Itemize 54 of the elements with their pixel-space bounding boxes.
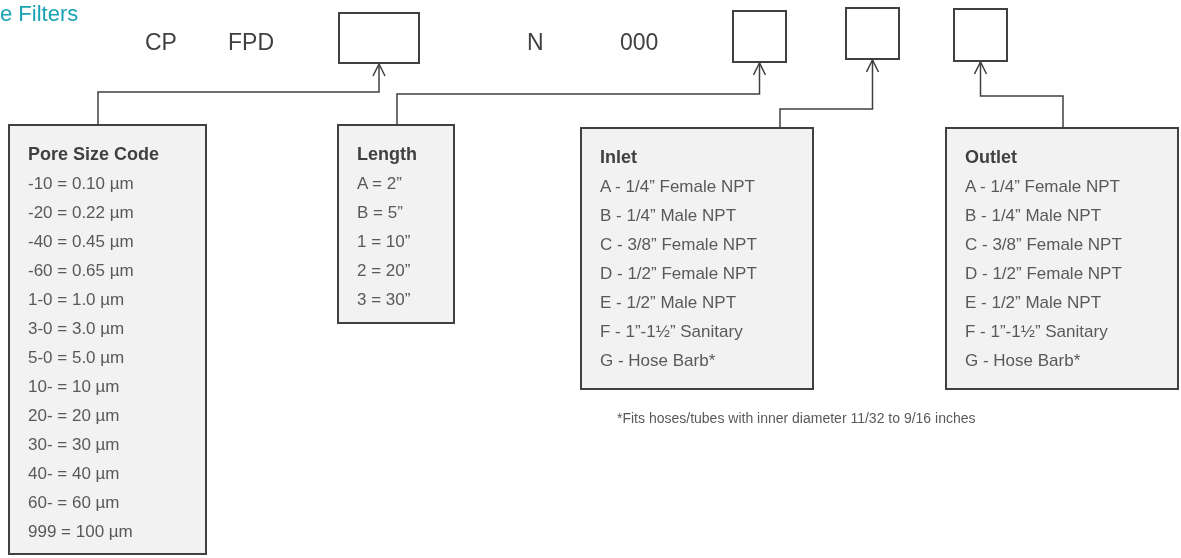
option-line: F - 1”-1½” Sanitary bbox=[965, 321, 1109, 343]
option-line: E - 1/2” Male NPT bbox=[965, 292, 1103, 314]
connector-arrow bbox=[973, 61, 1064, 128]
option-line: -20 = 0.22 µm bbox=[28, 202, 135, 224]
option-line: C - 3/8” Female NPT bbox=[600, 234, 758, 256]
code-slot-box bbox=[732, 10, 787, 63]
option-line: G - Hose Barb* bbox=[600, 350, 717, 372]
list-heading: Inlet bbox=[600, 146, 638, 169]
title: e Filters bbox=[0, 0, 79, 28]
option-list-box bbox=[337, 124, 455, 324]
option-line: C - 3/8” Female NPT bbox=[965, 234, 1123, 256]
list-heading: Pore Size Code bbox=[28, 143, 161, 166]
option-line: 10- = 10 µm bbox=[28, 376, 121, 398]
option-line: B - 1/4” Male NPT bbox=[600, 205, 738, 227]
option-line: D - 1/2” Female NPT bbox=[600, 263, 758, 285]
option-line: A - 1/4” Female NPT bbox=[600, 176, 756, 198]
option-line: 2 = 20” bbox=[357, 260, 412, 282]
option-line: A = 2” bbox=[357, 173, 403, 195]
option-line: 1 = 10” bbox=[357, 231, 412, 253]
code-segment-label: N bbox=[527, 28, 544, 56]
option-line: -60 = 0.65 µm bbox=[28, 260, 135, 282]
code-slot-box bbox=[338, 12, 420, 64]
option-line: -40 = 0.45 µm bbox=[28, 231, 135, 253]
connector-arrow bbox=[396, 62, 767, 125]
option-line: A - 1/4” Female NPT bbox=[965, 176, 1121, 198]
option-list-box bbox=[945, 127, 1179, 390]
code-slot-box bbox=[845, 7, 900, 60]
code-segment-label: CP bbox=[145, 28, 177, 56]
option-line: 999 = 100 µm bbox=[28, 521, 134, 543]
option-line: 20- = 20 µm bbox=[28, 405, 121, 427]
option-line: 3 = 30” bbox=[357, 289, 412, 311]
option-line: B - 1/4” Male NPT bbox=[965, 205, 1103, 227]
code-segment-label: 000 bbox=[620, 28, 659, 56]
option-line: G - Hose Barb* bbox=[965, 350, 1082, 372]
option-line: 30- = 30 µm bbox=[28, 434, 121, 456]
option-list-box bbox=[8, 124, 207, 555]
option-line: 1-0 = 1.0 µm bbox=[28, 289, 126, 311]
connector-arrow bbox=[779, 59, 880, 128]
list-heading: Length bbox=[357, 143, 418, 166]
code-slot-box bbox=[953, 8, 1008, 62]
code-segment-label: FPD bbox=[228, 28, 274, 56]
option-line: 3-0 = 3.0 µm bbox=[28, 318, 126, 340]
option-line: E - 1/2” Male NPT bbox=[600, 292, 738, 314]
footnote: *Fits hoses/tubes with inner diameter 11/32 to 9/16 inches bbox=[617, 409, 976, 428]
list-heading: Outlet bbox=[965, 146, 1018, 169]
option-line: B = 5” bbox=[357, 202, 404, 224]
connector-arrow bbox=[97, 63, 386, 125]
option-line: D - 1/2” Female NPT bbox=[965, 263, 1123, 285]
option-line: 40- = 40 µm bbox=[28, 463, 121, 485]
option-line: 60- = 60 µm bbox=[28, 492, 121, 514]
option-line: -10 = 0.10 µm bbox=[28, 173, 135, 195]
option-line: F - 1”-1½” Sanitary bbox=[600, 321, 744, 343]
option-list-box bbox=[580, 127, 814, 390]
option-line: 5-0 = 5.0 µm bbox=[28, 347, 126, 369]
